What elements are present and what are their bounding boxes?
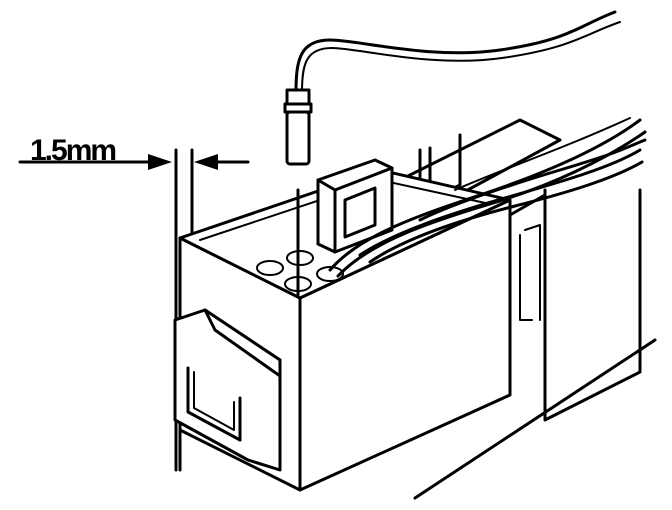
frame-right [413,188,657,500]
frame-inner-rail [524,224,541,321]
terminal-hole-4 [316,266,344,282]
cable-3 [358,148,642,257]
probe-collar-top [285,88,311,106]
probe-wire-outer [294,10,617,94]
frame-rear-panel [543,188,642,422]
socket-block [316,158,394,254]
cable-6 [454,117,631,191]
clip-top [203,308,282,378]
dimension-arrow-left [194,154,218,170]
dimension-arrow-right [148,154,172,170]
frame-inner-slot [519,234,533,321]
terminal-hole-2 [286,250,314,266]
socket-slot [343,186,377,239]
cable-5 [418,138,647,222]
terminal-hole-1 [256,260,284,276]
front-clip [173,308,282,472]
clip-latch-inner [193,371,235,431]
probe-body [285,110,311,166]
probe-wire-inner [301,21,621,93]
cable-4 [368,160,644,264]
clip-latch-left [186,366,242,442]
frame-floor-edge [413,338,657,500]
probe-assembly [283,10,621,297]
cable-bundle [328,117,647,278]
